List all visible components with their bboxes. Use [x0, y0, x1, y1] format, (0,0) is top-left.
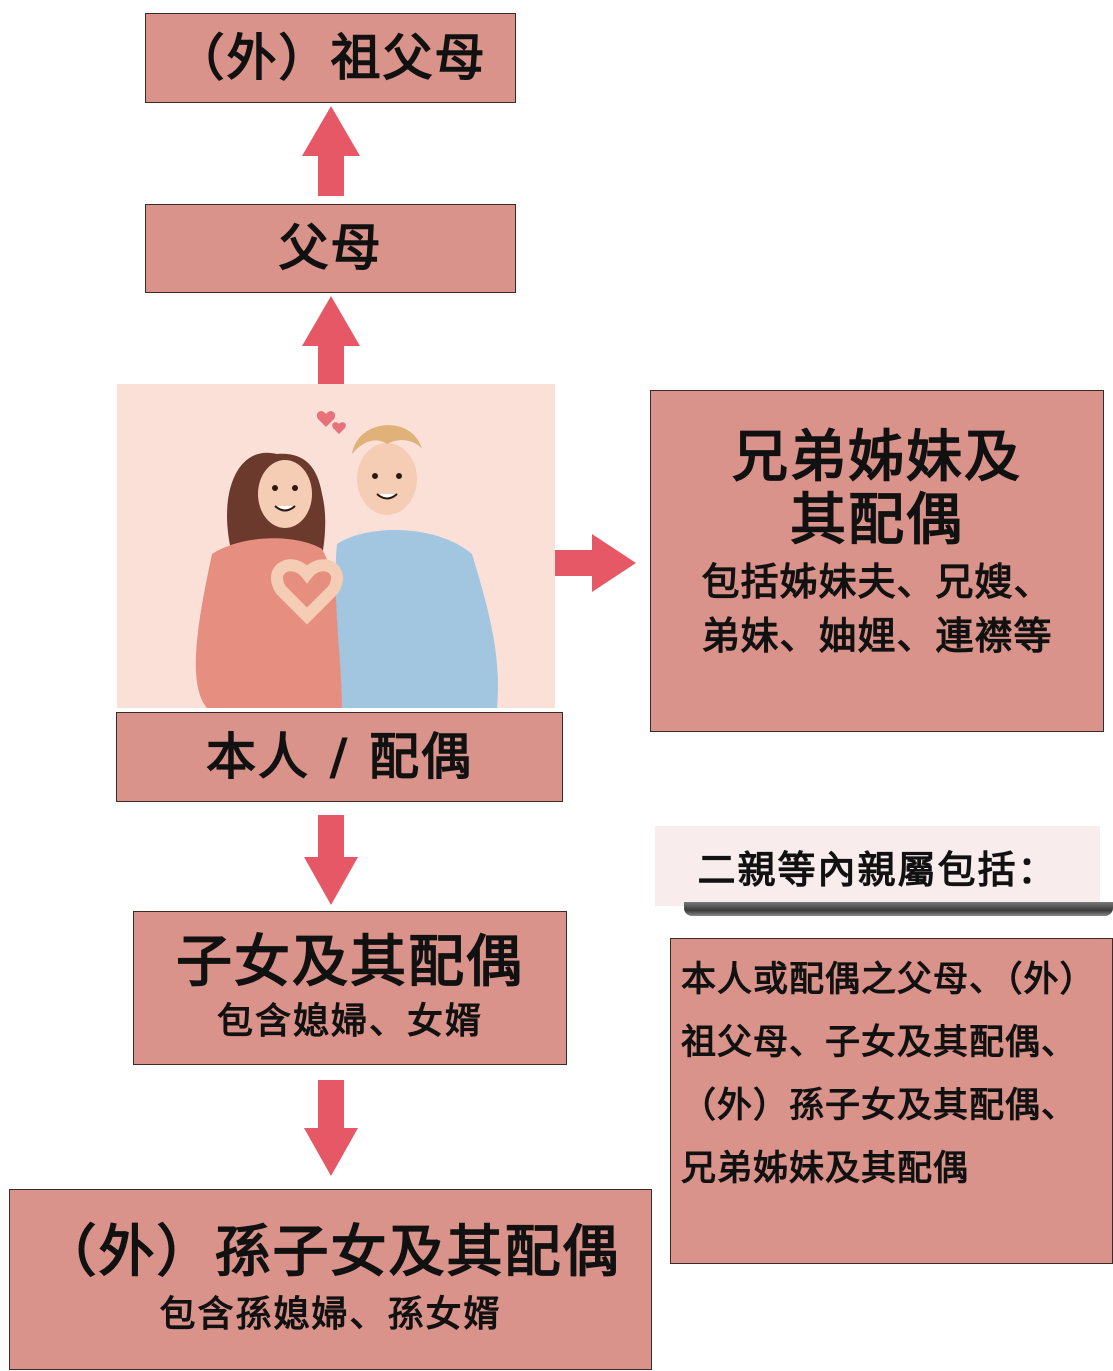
grandchildren-title: （外）孫子女及其配偶 [40, 1219, 621, 1285]
heart-icon [332, 422, 346, 434]
parents-box: 父母 [145, 204, 516, 293]
siblings-title-line2: 其配偶 [790, 487, 964, 553]
siblings-title-line1: 兄弟姊妹及 [732, 425, 1022, 490]
arrow-right-icon [544, 534, 636, 592]
arrow-up-icon [302, 106, 360, 196]
grandparents-label: （外）祖父母 [174, 28, 487, 87]
arrow-down-icon [304, 1080, 358, 1176]
children-box: 子女及其配偶 包含媳婦、女婿 [133, 911, 567, 1065]
siblings-detail-line2: 弟妹、妯娌、連襟等 [701, 613, 1053, 658]
note-heading: 二親等內親屬包括： [655, 826, 1100, 906]
heart-icon [316, 411, 336, 427]
grandchildren-detail: 包含孫媳婦、孫女婿 [159, 1294, 502, 1336]
self-spouse-label: 本人 / 配偶 [205, 727, 474, 786]
siblings-detail-line1: 包括姊妹夫、兄嫂、 [701, 560, 1053, 605]
children-detail: 包含媳婦、女婿 [216, 1000, 483, 1042]
children-title: 子女及其配偶 [176, 930, 524, 996]
note-body: 本人或配偶之父母、（外）祖父母、子女及其配偶、（外）孫子女及其配偶、兄弟姊妹及其… [670, 938, 1113, 1264]
arrow-down-icon [304, 815, 358, 905]
note-shadow-bar [684, 902, 1113, 916]
parents-label: 父母 [278, 219, 383, 277]
siblings-box: 兄弟姊妹及 其配偶 包括姊妹夫、兄嫂、 弟妹、妯娌、連襟等 [650, 390, 1104, 732]
self-spouse-box: 本人 / 配偶 [116, 712, 563, 802]
couple-illustration [117, 384, 555, 708]
grandchildren-box: （外）孫子女及其配偶 包含孫媳婦、孫女婿 [9, 1189, 652, 1370]
grandparents-box: （外）祖父母 [145, 13, 516, 103]
arrow-up-icon [302, 296, 360, 386]
